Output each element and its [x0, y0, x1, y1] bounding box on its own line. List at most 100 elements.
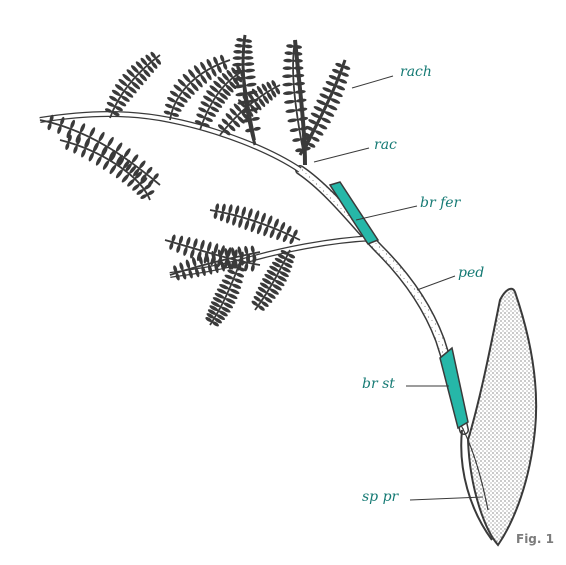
pinnule: [235, 272, 245, 278]
pinnule: [179, 96, 188, 103]
pinnule: [324, 111, 335, 117]
pinnule: [284, 51, 294, 56]
pinnule: [163, 110, 172, 115]
pinnule: [308, 143, 316, 148]
pinnule: [144, 183, 152, 190]
sterile-bract: [439, 346, 469, 430]
pinnule: [243, 44, 253, 49]
pinnule: [216, 288, 227, 295]
pinnule: [222, 62, 228, 70]
pinnule: [283, 58, 293, 63]
pinnule: [262, 278, 272, 285]
pinnule: [122, 73, 132, 82]
pinnule: [255, 291, 264, 298]
pinnule: [104, 108, 113, 113]
pinnule: [194, 120, 203, 125]
pinnule: [259, 282, 270, 289]
pinnule: [134, 171, 143, 179]
pinnule: [293, 66, 304, 70]
pinnule: [295, 98, 307, 103]
pinnule: [226, 214, 231, 224]
pinnule: [135, 77, 144, 86]
pinnule: [256, 86, 264, 95]
pinnule: [293, 58, 303, 63]
pinnule: [221, 118, 229, 125]
pinnule: [276, 231, 282, 241]
pinnule: [264, 273, 275, 281]
pinnule: [245, 128, 253, 133]
pinnule: [258, 305, 265, 311]
pinnule: [234, 205, 240, 216]
pinnule: [84, 139, 90, 148]
pinnule: [283, 262, 293, 268]
pinnule: [257, 286, 267, 293]
pinnule: [330, 98, 341, 104]
pinnule: [273, 218, 279, 228]
pinnule: [305, 125, 315, 132]
pinnule: [244, 262, 249, 272]
pinnule: [272, 284, 282, 291]
pinnule: [121, 174, 130, 183]
pinnule: [244, 68, 255, 73]
pinnule: [179, 262, 184, 271]
pinnule: [289, 128, 299, 133]
pinnule: [244, 219, 250, 231]
pinnule: [190, 82, 199, 92]
pinnule: [183, 246, 188, 256]
pinnule: [101, 145, 108, 156]
pinna-axis: [219, 84, 281, 136]
pinnule: [204, 117, 213, 122]
pinnule: [182, 91, 192, 99]
pinnule: [321, 117, 331, 124]
pinnule: [117, 157, 125, 167]
pinnule: [200, 74, 208, 84]
pinnule: [288, 253, 296, 259]
pinnule: [231, 283, 242, 289]
pinnule: [249, 107, 259, 112]
pinnule: [147, 65, 154, 73]
pinnule: [127, 86, 137, 94]
pinnule: [236, 38, 244, 42]
pinnule: [218, 310, 228, 317]
pinnule: [246, 90, 258, 95]
pinnule: [198, 107, 207, 113]
pinnule: [177, 79, 187, 87]
pinnule: [332, 91, 343, 98]
pinnule: [294, 81, 305, 86]
pinnule: [246, 253, 251, 263]
pinnule: [213, 211, 218, 219]
pinnule: [266, 92, 273, 101]
pinna-axis: [164, 239, 261, 266]
pinnule: [241, 206, 246, 217]
pinnule: [274, 257, 284, 264]
pinnule: [237, 246, 242, 256]
pinnule: [269, 265, 279, 272]
pinnule: [186, 236, 191, 247]
pinnule: [271, 261, 282, 268]
pinnule: [217, 256, 222, 268]
pinnule: [109, 164, 117, 175]
pinnule: [227, 293, 238, 300]
pinnule: [258, 98, 266, 108]
pinnule: [282, 74, 293, 79]
pinnule: [106, 101, 115, 107]
pinnule: [226, 247, 232, 258]
pinnule: [182, 73, 191, 83]
pinnule: [221, 306, 231, 313]
pinnule: [232, 120, 241, 128]
pinnule: [213, 56, 219, 65]
pinnule: [209, 85, 219, 93]
pinnule: [243, 50, 253, 54]
pinnule: [205, 71, 212, 81]
pinnule: [214, 262, 219, 274]
pinnule: [328, 74, 338, 80]
pinnule: [221, 203, 226, 213]
pinnule: [164, 103, 174, 109]
pinnule: [244, 39, 252, 43]
pinnule: [284, 100, 295, 104]
pinnule: [173, 265, 178, 273]
pinnule: [145, 54, 152, 62]
pinnule: [269, 228, 275, 239]
pinnule: [294, 45, 302, 49]
pinnule: [285, 109, 296, 113]
